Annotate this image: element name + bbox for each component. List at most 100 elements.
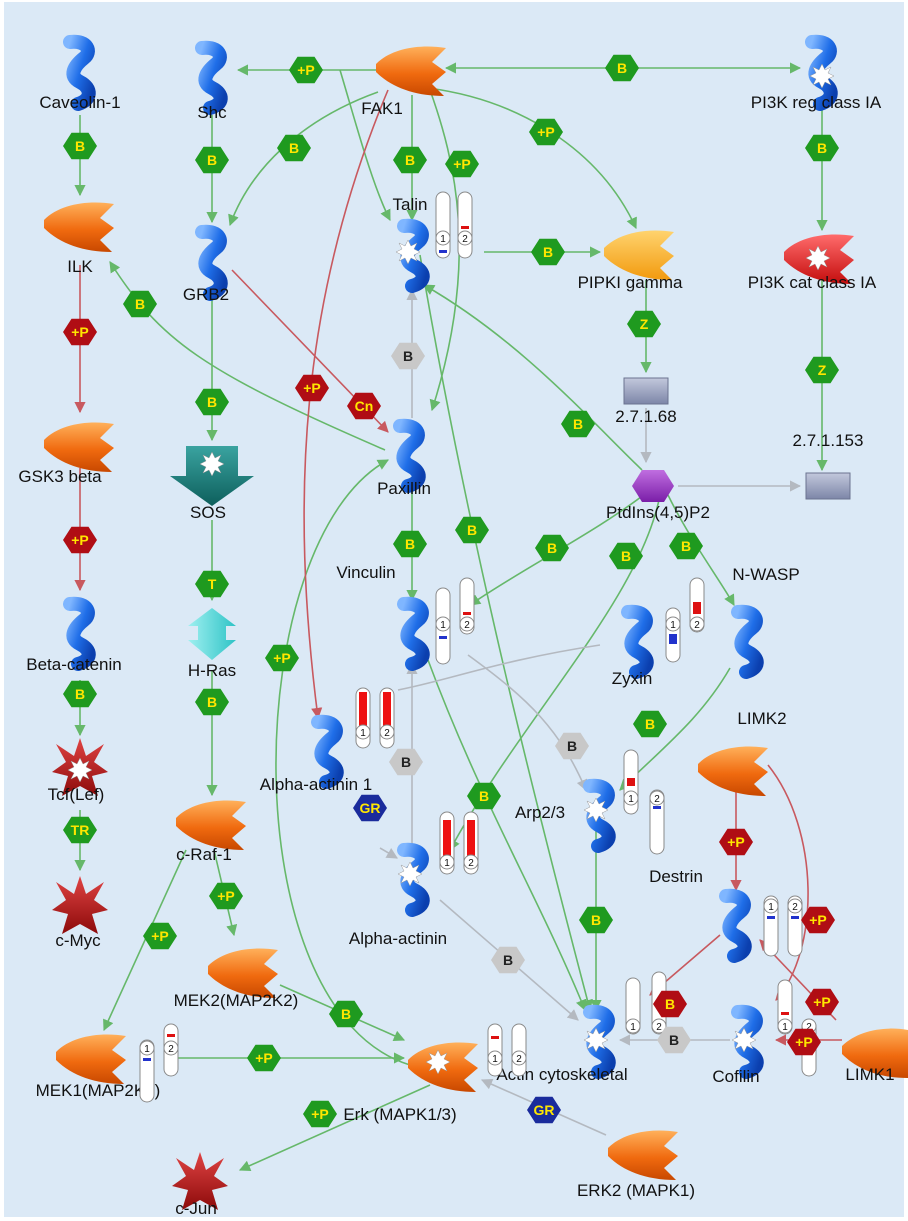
svg-text:2: 2	[792, 902, 798, 913]
node-limk2[interactable]: LIMK2	[698, 709, 787, 796]
edge-label-hexagon	[805, 134, 839, 162]
node-shc[interactable]: Shc	[195, 40, 228, 122]
node-erk2[interactable]: ERK2 (MAPK1)	[577, 1130, 695, 1200]
node-gsk3-beta[interactable]: GSK3 beta	[18, 422, 114, 486]
node-label: GRB2	[183, 285, 229, 304]
edge-label-hexagon	[531, 238, 565, 266]
node-label: PI3K reg class IA	[751, 93, 882, 112]
node-label: 2.7.1.68	[615, 407, 676, 426]
edge-label-hexagon	[805, 988, 839, 1016]
edge-label: +P	[529, 118, 563, 146]
edge-label-hexagon	[561, 410, 595, 438]
node-paxillin[interactable]: Paxillin	[377, 418, 431, 498]
edge-label-text: +P	[537, 124, 555, 140]
svg-text:1: 1	[144, 1044, 150, 1055]
node-mek2[interactable]: MEK2(MAP2K2)	[174, 948, 299, 1010]
edge-label: Z	[805, 356, 839, 384]
node-caveolin-1[interactable]: Caveolin-1	[39, 34, 121, 112]
kinase-icon	[604, 230, 674, 280]
edge-label-hexagon	[347, 392, 381, 420]
protein-icon	[397, 596, 430, 671]
edge-label-text: +P	[813, 994, 831, 1010]
edge-label-text: B	[207, 694, 217, 710]
svg-text:1: 1	[440, 620, 446, 631]
node-c-jun[interactable]: c-Jun	[172, 1152, 228, 1218]
node-sos[interactable]: SOS	[170, 446, 254, 522]
node-h-ras[interactable]: H-Ras	[188, 608, 236, 680]
node-c-raf-1[interactable]: c-Raf-1	[176, 800, 246, 864]
node-label: Alpha-actinin	[349, 929, 447, 948]
kinase-icon	[608, 1130, 678, 1180]
svg-text:1: 1	[444, 858, 450, 869]
node-vinculin[interactable]: Vinculin	[336, 563, 430, 671]
svg-text:1: 1	[628, 794, 634, 805]
node-ec-2-7-1-153[interactable]: 2.7.1.153	[793, 431, 864, 500]
edge-label-text: +P	[809, 912, 827, 928]
edge-label-text: B	[503, 952, 513, 968]
protein-icon	[311, 714, 344, 789]
edge-label-hexagon	[209, 882, 243, 910]
edge-label: +P	[805, 988, 839, 1016]
node-label: MEK2(MAP2K2)	[174, 991, 299, 1010]
node-beta-catenin[interactable]: Beta-catenin	[26, 596, 122, 674]
node-mek1[interactable]: MEK1(MAP2K1)	[36, 1034, 161, 1100]
svg-text:2: 2	[168, 1044, 174, 1055]
node-ec-2-7-1-68[interactable]: 2.7.1.68	[615, 377, 677, 426]
edge-label-text: B	[479, 788, 489, 804]
edge-label: +P	[295, 374, 329, 402]
edge-label-hexagon	[393, 530, 427, 558]
node-pi3k-reg[interactable]: PI3K reg class IA	[751, 34, 882, 112]
link	[767, 764, 809, 1001]
edge-label-text: B	[543, 244, 553, 260]
node-pipki-gamma[interactable]: PIPKI gamma	[578, 230, 683, 292]
edge-label-text: +P	[303, 380, 321, 396]
node-limk1[interactable]: LIMK1	[842, 1028, 908, 1084]
edge-label-hexagon	[195, 570, 229, 598]
edge-label-text: B	[567, 738, 577, 754]
edge-label-text: B	[547, 540, 557, 556]
node-label: Caveolin-1	[39, 93, 120, 112]
node-destrin[interactable]: Destrin	[649, 867, 752, 963]
node-grb2[interactable]: GRB2	[183, 224, 229, 304]
node-ptdins[interactable]: PtdIns(4,5)P2	[606, 470, 710, 522]
node-label: Paxillin	[377, 479, 431, 498]
node-label: Destrin	[649, 867, 703, 886]
node-alpha-actinin[interactable]: Alpha-actinin	[349, 842, 447, 948]
edge-label: +P	[445, 150, 479, 178]
node-fak1[interactable]: FAK1	[361, 46, 446, 118]
edge-label: +P	[209, 882, 243, 910]
node-talin[interactable]: Talin	[393, 195, 430, 293]
protein-icon	[719, 888, 752, 963]
node-zyxin[interactable]: Zyxin	[612, 604, 654, 688]
edge-label-hexagon	[445, 150, 479, 178]
node-pi3k-cat[interactable]: PI3K cat class IA	[748, 234, 877, 292]
node-ilk[interactable]: ILK	[44, 202, 114, 276]
edge-label: B	[579, 906, 613, 934]
node-arp2-3[interactable]: Arp2/3	[515, 778, 616, 853]
node-c-myc[interactable]: c-Myc	[52, 876, 108, 950]
node-alpha-actinin-1[interactable]: Alpha-actinin 1	[260, 714, 372, 794]
edge-label: Cn	[347, 392, 381, 420]
edge-label-text: B	[621, 548, 631, 564]
edge-label: +P	[289, 56, 323, 84]
node-tcf-lef[interactable]: Tcf(Lef)	[48, 738, 108, 804]
edge-label-text: Cn	[355, 398, 374, 414]
node-label: MEK1(MAP2K1)	[36, 1081, 161, 1100]
node-erk[interactable]: Erk (MAPK1/3)	[343, 1042, 478, 1124]
edge-label: GR	[353, 794, 387, 822]
edge-label-hexagon	[657, 1026, 691, 1054]
kinase-icon	[698, 746, 768, 796]
node-n-wasp[interactable]: N-WASP	[731, 565, 800, 679]
edge-label: Z	[627, 310, 661, 338]
edge-label-text: +P	[795, 1034, 813, 1050]
node-label: PI3K cat class IA	[748, 273, 877, 292]
node-actin-cytoskeletal[interactable]: Actin cytoskeletal	[496, 1004, 628, 1084]
node-cofilin[interactable]: Cofilin	[712, 1004, 764, 1086]
edge-label-text: +P	[151, 928, 169, 944]
edge-label-text: B	[75, 138, 85, 154]
edge-label-text: B	[573, 416, 583, 432]
